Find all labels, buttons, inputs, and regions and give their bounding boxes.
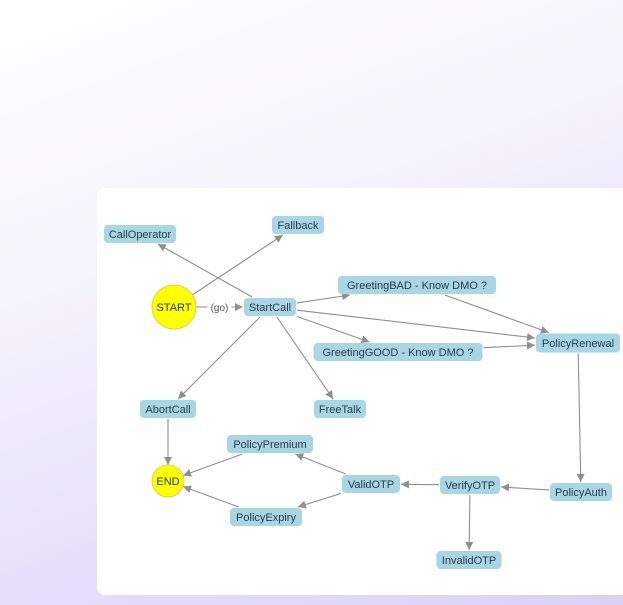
node-label: GreetingGOOD - Know DMO ? — [323, 347, 474, 359]
node-fallback[interactable]: Fallback — [272, 216, 324, 234]
node-startcall[interactable]: StartCall — [244, 298, 296, 316]
node-label: VerifyOTP — [445, 480, 495, 492]
node-label: PolicyExpiry — [236, 512, 296, 524]
node-label: PolicyAuth — [555, 487, 607, 499]
node-label: GreetingBAD - Know DMO ? — [347, 280, 487, 292]
node-greetinggood[interactable]: GreetingGOOD - Know DMO ? — [313, 343, 483, 361]
node-label: ValidOTP — [348, 479, 394, 491]
node-label: CallOperator — [109, 229, 172, 241]
node-verifyotp[interactable]: VerifyOTP — [440, 476, 500, 494]
edge-PolicyRenewal-PolicyAuth — [576, 353, 585, 483]
node-freetalk[interactable]: FreeTalk — [314, 400, 366, 418]
node-label: Fallback — [278, 220, 319, 232]
edge-StartCall-GreetingBAD — [296, 292, 351, 304]
edge-label: (go) — [211, 303, 229, 314]
edge-StartCall-FreeTalk — [276, 316, 334, 400]
edge-StartCall-AbortCall — [177, 316, 261, 400]
node-policypremium[interactable]: PolicyPremium — [227, 435, 313, 453]
node-label: InvalidOTP — [442, 555, 496, 567]
node-label: FreeTalk — [319, 404, 362, 416]
node-label: StartCall — [249, 302, 291, 314]
edge-GreetingGOOD-PolicyRenewal — [483, 341, 536, 350]
node-validotp[interactable]: ValidOTP — [342, 475, 400, 493]
node-label: PolicyRenewal — [542, 338, 614, 350]
node-policyauth[interactable]: PolicyAuth — [550, 483, 612, 501]
node-abortcall[interactable]: AbortCall — [140, 400, 196, 418]
node-policyrenewal[interactable]: PolicyRenewal — [536, 333, 620, 353]
node-label: END — [156, 476, 179, 488]
edge-GreetingBAD-PolicyRenewal — [444, 294, 550, 334]
edge-ValidOTP-PolicyExpiry — [297, 492, 342, 509]
edge-StartCall-PolicyRenewal — [296, 309, 536, 342]
node-calloperator[interactable]: CallOperator — [104, 225, 176, 243]
node-end[interactable]: END — [151, 464, 185, 498]
node-policyexpiry[interactable]: PolicyExpiry — [230, 508, 302, 526]
edge-StartCall-GreetingGOOD — [296, 315, 370, 344]
node-label: AbortCall — [145, 404, 190, 416]
edge-PolicyPremium-END — [182, 453, 243, 477]
edge-PolicyAuth-VerifyOTP — [500, 483, 550, 492]
edge-ValidOTP-PolicyPremium — [295, 453, 346, 475]
edge-VerifyOTP-InvalidOTP — [465, 494, 474, 551]
node-invalidotp[interactable]: InvalidOTP — [436, 551, 502, 569]
edge-PolicyExpiry-END — [182, 485, 239, 508]
node-label: PolicyPremium — [233, 439, 306, 451]
edge-StartCall-CallOperator — [157, 243, 253, 298]
edge-START-Fallback — [192, 234, 284, 296]
node-start[interactable]: START — [151, 284, 197, 330]
node-greetingbad[interactable]: GreetingBAD - Know DMO ? — [338, 276, 496, 294]
node-label: START — [156, 302, 191, 314]
